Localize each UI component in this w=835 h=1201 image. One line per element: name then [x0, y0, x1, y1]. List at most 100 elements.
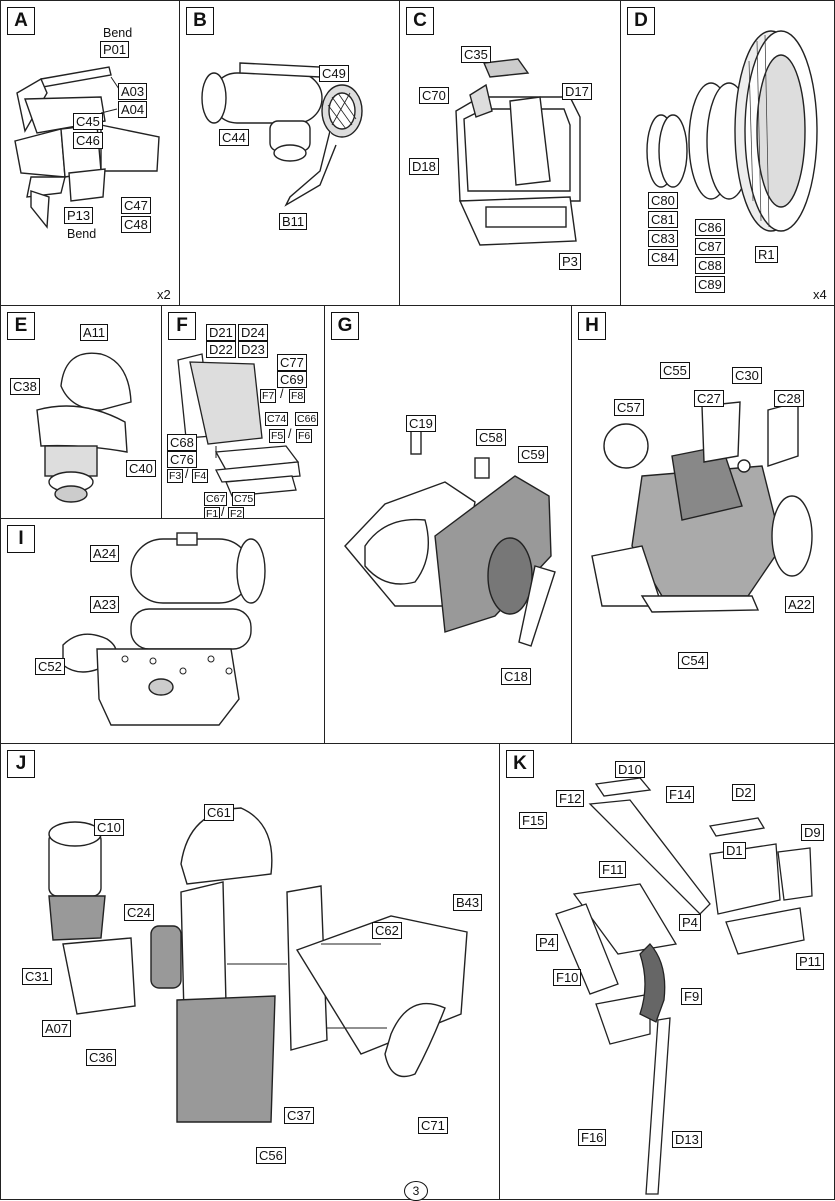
part-label: F10 [553, 969, 582, 986]
step-e-illustration [36, 352, 132, 503]
step-f-panel: F D21 D24 D22 D23 C77 C69 F7 / F8 C74 C6… [161, 305, 325, 519]
or-separator: / [280, 387, 284, 401]
part-label: D2 [732, 784, 755, 801]
part-label: F7 [260, 389, 277, 403]
part-label: B43 [453, 894, 483, 911]
part-label: C69 [277, 371, 307, 388]
part-label: C86 [695, 219, 725, 236]
part-label: C67 [204, 492, 228, 506]
part-label: F9 [681, 988, 703, 1005]
step-h-illustration [591, 401, 813, 613]
part-label: C40 [126, 460, 156, 477]
part-label: C28 [774, 390, 804, 407]
part-label: C31 [22, 968, 52, 985]
step-a-illustration [14, 66, 160, 229]
part-label: C38 [10, 378, 40, 395]
bend-note-bottom: Bend [67, 227, 97, 241]
part-label: A07 [42, 1020, 72, 1037]
part-label: C48 [121, 216, 151, 233]
step-j-panel: J C61 C10 C24 C62 B43 C31 A07 C36 C37 C7… [0, 743, 500, 1200]
part-label: F1 [204, 507, 221, 519]
part-label: C61 [204, 804, 234, 821]
part-label: D13 [672, 1131, 702, 1148]
part-label: F8 [289, 389, 306, 403]
step-g-panel: G C19 C58 C59 C18 [324, 305, 572, 744]
part-label: F12 [556, 790, 585, 807]
step-b-panel: B C49 C44 B11 [179, 0, 400, 306]
part-label: C89 [695, 276, 725, 293]
part-label: C54 [678, 652, 708, 669]
part-label: F4 [192, 469, 209, 483]
part-label: C35 [461, 46, 491, 63]
part-label: C10 [94, 819, 124, 836]
part-label: D9 [801, 824, 824, 841]
part-label: F6 [296, 429, 313, 443]
part-label: C24 [124, 904, 154, 921]
step-a-panel: A Bend P01 A03 A04 C45 C46 P13 C47 C48 B… [0, 0, 180, 306]
step-e-panel: E A11 C38 C40 [0, 305, 162, 519]
part-label: P4 [536, 934, 558, 951]
quantity-multiplier: x2 [157, 287, 171, 302]
part-label: C52 [35, 658, 65, 675]
part-label: F2 [228, 507, 245, 519]
part-label: F11 [599, 861, 627, 878]
part-label: C59 [518, 446, 548, 463]
part-label: P11 [796, 953, 825, 970]
step-letter: E [7, 312, 35, 340]
step-j-illustration [48, 807, 468, 1123]
part-label: C66 [295, 412, 319, 426]
part-label: P13 [64, 207, 94, 224]
part-label: D10 [615, 761, 645, 778]
part-label: C37 [284, 1107, 314, 1124]
part-label: C44 [219, 129, 249, 146]
or-separator: / [221, 505, 225, 519]
part-label: C62 [372, 922, 402, 939]
part-label: R1 [755, 246, 778, 263]
part-label: A22 [785, 596, 815, 613]
step-d-illustration [646, 30, 818, 232]
part-label: F15 [519, 812, 548, 829]
part-label: C27 [694, 390, 724, 407]
part-label: A24 [90, 545, 120, 562]
part-label: C19 [406, 415, 436, 432]
part-label: C57 [614, 399, 644, 416]
part-label: C76 [167, 451, 197, 468]
part-label: C71 [418, 1117, 448, 1134]
part-label: F14 [666, 786, 695, 803]
page-number: 3 [404, 1181, 428, 1201]
part-label: C88 [695, 257, 725, 274]
part-label: P4 [679, 914, 701, 931]
part-label: C68 [167, 434, 197, 451]
part-label: C55 [660, 362, 690, 379]
part-label: C74 [265, 412, 289, 426]
part-label: D22 [206, 341, 236, 358]
step-letter: A [7, 7, 35, 35]
step-letter: F [168, 312, 196, 340]
part-label: F3 [167, 469, 184, 483]
part-label: D18 [409, 158, 439, 175]
part-label: C47 [121, 197, 151, 214]
step-c-illustration [455, 58, 581, 246]
or-separator: / [288, 427, 292, 441]
part-label: A04 [118, 101, 148, 118]
step-letter: J [7, 750, 35, 778]
step-b-illustration [201, 62, 363, 207]
part-label: D24 [238, 324, 268, 341]
step-letter: B [186, 7, 214, 35]
or-separator: / [185, 467, 189, 481]
part-label: B11 [279, 213, 308, 230]
part-label: P01 [100, 41, 130, 58]
step-k-panel: K D10 F12 F14 D2 F15 D1 D9 F11 P4 P4 P11… [499, 743, 835, 1200]
part-label: C80 [648, 192, 678, 209]
part-label: C45 [73, 113, 103, 130]
step-letter: K [506, 750, 534, 778]
step-i-illustration [62, 532, 266, 726]
step-letter: H [578, 312, 606, 340]
part-label: D21 [206, 324, 236, 341]
part-label: C30 [732, 367, 762, 384]
part-label: C84 [648, 249, 678, 266]
part-label: D23 [238, 341, 268, 358]
part-label: F16 [578, 1129, 607, 1146]
part-label: C49 [319, 65, 349, 82]
quantity-multiplier: x4 [813, 287, 827, 302]
